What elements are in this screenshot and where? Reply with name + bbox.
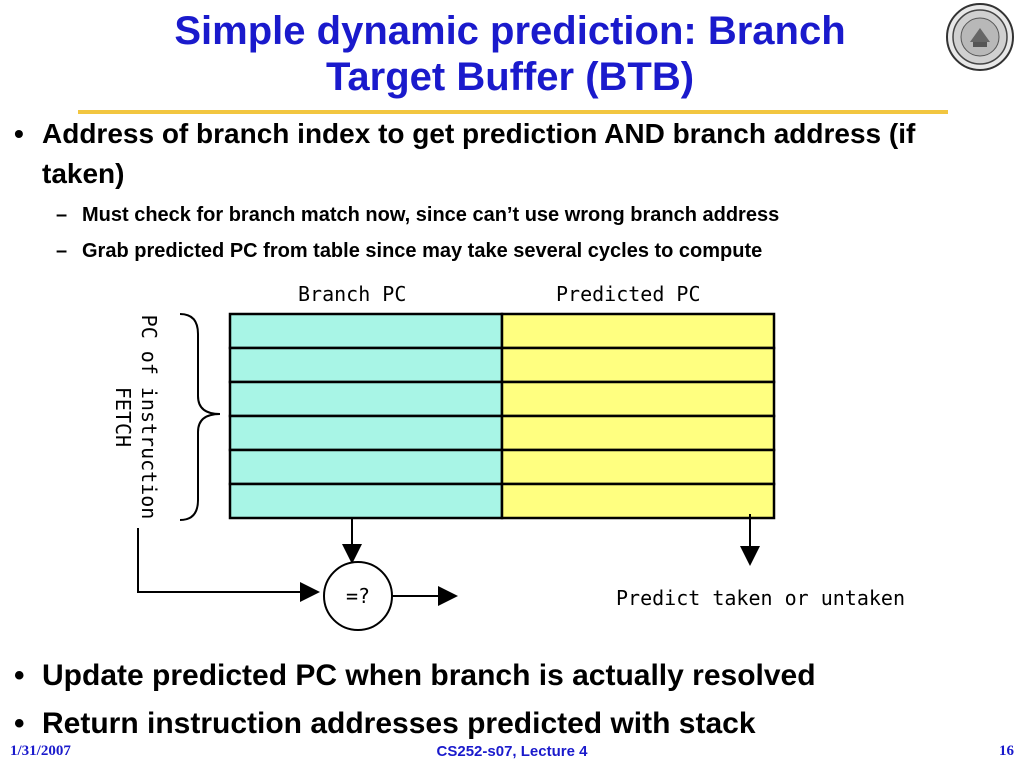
bullet-3-text: Return instruction addresses predicted w…	[42, 707, 756, 740]
predicted-pc-cell	[500, 448, 776, 486]
sub-bullet-2-text: Grab predicted PC from table since may t…	[82, 240, 763, 262]
predicted-pc-cell	[500, 482, 776, 520]
pc-of-instruction-label: PC of instruction FETCH	[96, 312, 176, 522]
predicted-pc-header: Predicted PC	[556, 282, 701, 306]
branch-pc-cell	[228, 448, 504, 486]
dash-mark: –	[56, 240, 68, 262]
footer-date: 1/31/2007	[10, 743, 71, 759]
slide-title: Simple dynamic prediction: Branch Target…	[70, 8, 950, 100]
footer-lecture: CS252-s07, Lecture 4	[436, 743, 588, 760]
predicted-pc-cell	[500, 346, 776, 384]
pc-label-line-1: PC of instruction	[137, 314, 161, 520]
btb-table	[228, 312, 776, 520]
sub-bullet-1-text: Must check for branch match now, since c…	[82, 204, 780, 226]
bullet-2-text: Update predicted PC when branch is actua…	[42, 659, 816, 692]
predicted-pc-cell	[500, 312, 776, 350]
predicted-pc-cell	[500, 380, 776, 418]
predicted-pc-cell	[500, 414, 776, 452]
branch-pc-cell	[228, 414, 504, 452]
title-rule	[78, 110, 948, 114]
predict-taken-label: Predict taken or untaken	[616, 586, 905, 610]
dash-mark: –	[56, 204, 68, 226]
title-line-1: Simple dynamic prediction: Branch	[174, 9, 846, 53]
branch-pc-cell	[228, 380, 504, 418]
footer-page-number: 16	[999, 743, 1014, 759]
university-seal-icon	[946, 3, 1014, 71]
pc-label-line-2: FETCH	[111, 386, 135, 448]
branch-pc-header: Branch PC	[298, 282, 407, 306]
fetch-brace	[179, 313, 221, 521]
bullet-mark: •	[14, 707, 25, 740]
branch-pc-cell	[228, 312, 504, 350]
compare-label: =?	[345, 584, 371, 608]
branch-pc-cell	[228, 346, 504, 384]
title-line-2: Target Buffer (BTB)	[325, 55, 695, 99]
branch-pc-cell	[228, 482, 504, 520]
pc-to-compare-line	[137, 528, 320, 602]
bullet-1-text: Address of branch index to get predictio…	[42, 118, 916, 189]
bullet-mark: •	[14, 118, 24, 149]
bullet-mark: •	[14, 659, 25, 692]
